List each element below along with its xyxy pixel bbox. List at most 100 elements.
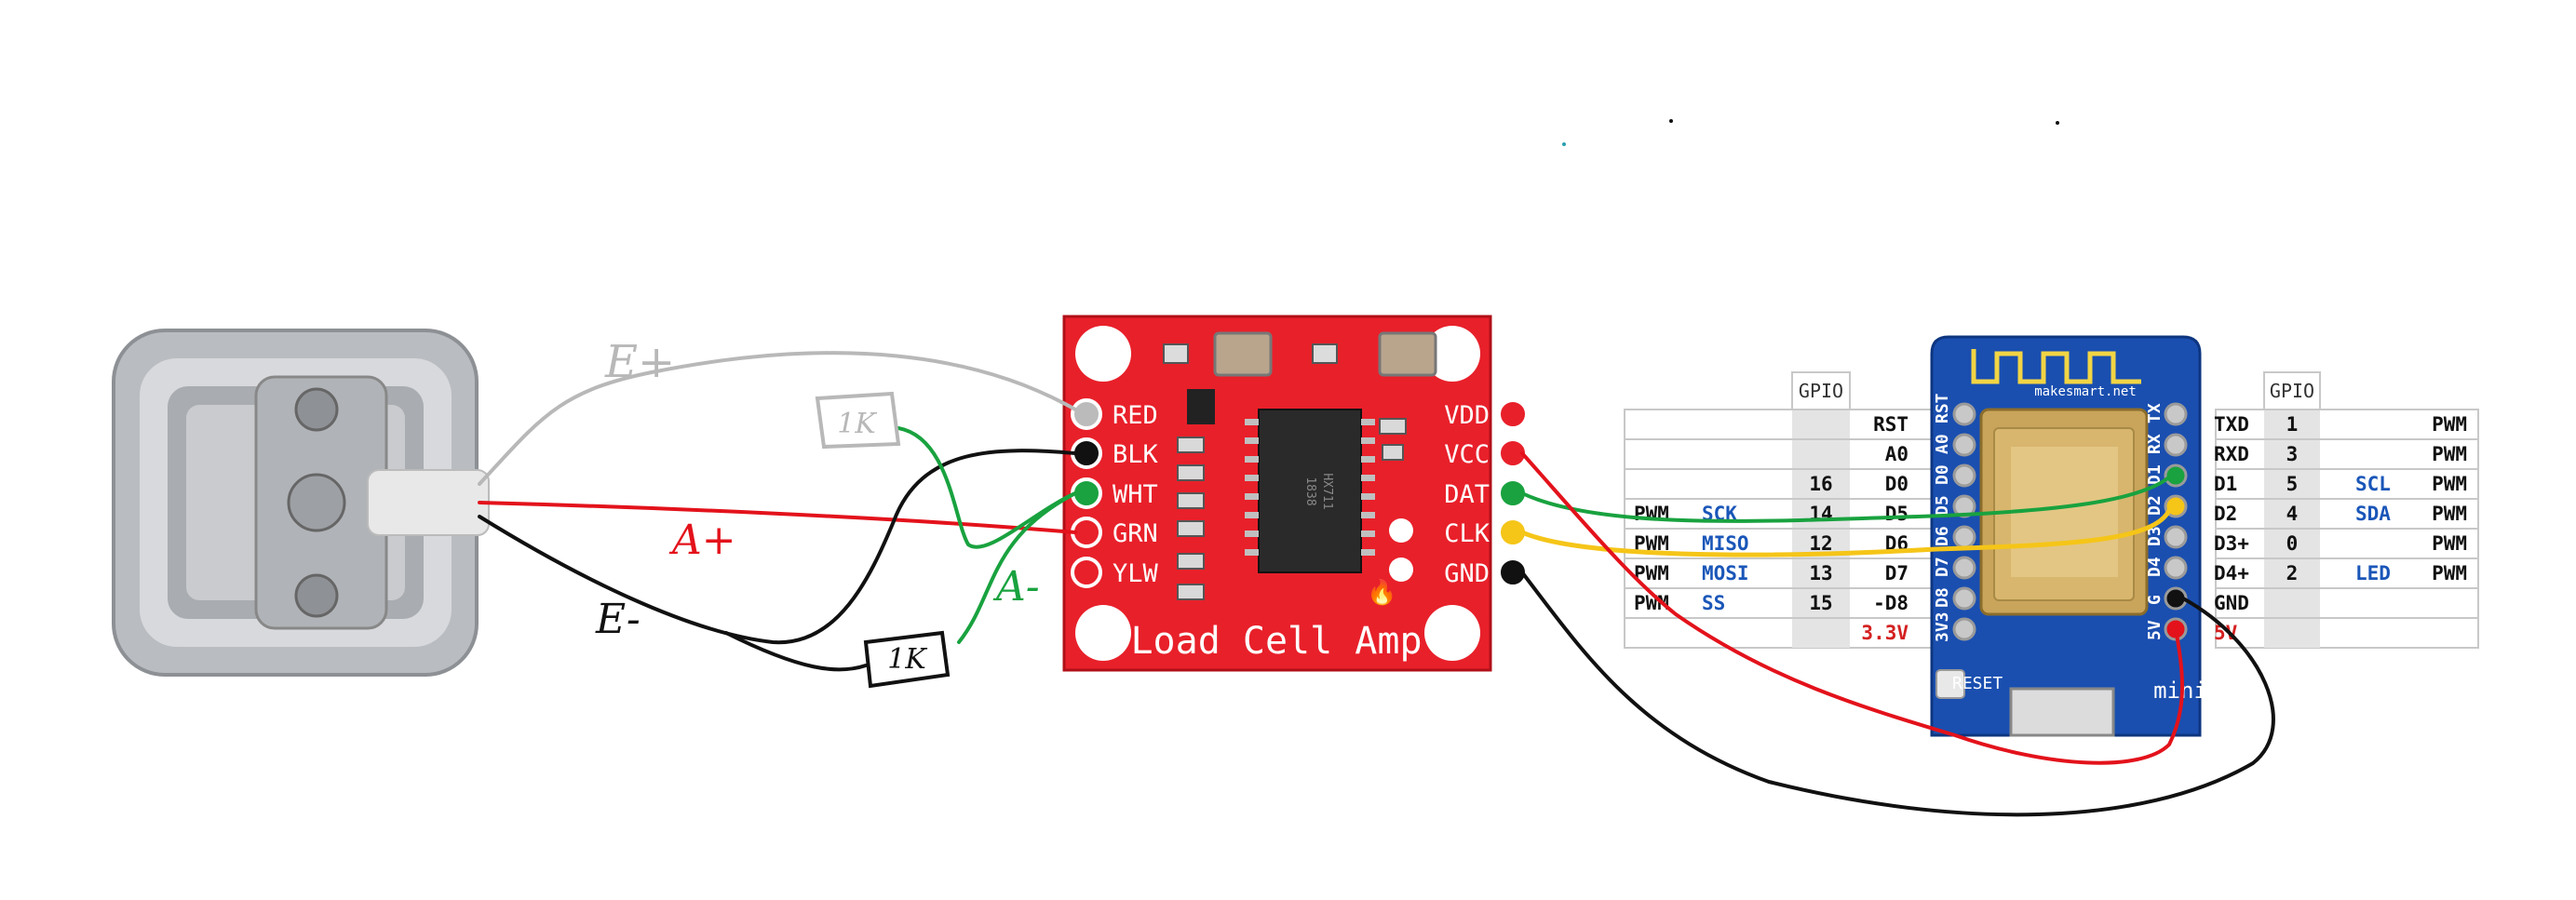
right-func1: PWM — [2432, 413, 2467, 436]
wemos-pin-label: D0 — [1933, 464, 1952, 485]
wire-green-dat — [1520, 474, 2173, 523]
wemos-pin-label: RX — [2145, 434, 2165, 454]
wire-yellow-clk — [1519, 504, 2174, 557]
hx711-pin-vdd: VDD — [1444, 401, 1490, 430]
right-gpio: 2 — [2286, 562, 2299, 584]
right-gpio: 1 — [2286, 413, 2299, 436]
left-func1: PWM — [1634, 503, 1669, 525]
left-pin: A0 — [1885, 443, 1908, 465]
label-a-plus: A+ — [668, 517, 736, 564]
wemos-pin-label: D3 — [2145, 526, 2165, 546]
wemos-pin-label: G — [2145, 595, 2165, 605]
chip-label-1: HX711 — [1320, 473, 1334, 509]
right-pin: D2 — [2214, 503, 2237, 525]
left-gpio: 16 — [1809, 473, 1832, 495]
wemos-pin-label: D8 — [1933, 587, 1952, 608]
wemos-d1-mini-board: makesmart.net RST A0 D0 D5 — [1930, 335, 2207, 737]
speck — [2056, 121, 2059, 125]
right-pin: D1 — [2214, 473, 2237, 495]
right-func2: SDA — [2355, 503, 2391, 525]
right-pin: RXD — [2214, 443, 2249, 465]
left-pin: D5 — [1885, 503, 1908, 525]
right-func1: PWM — [2432, 532, 2467, 555]
label-e-plus: E+ — [604, 336, 675, 388]
label-e-minus: E- — [595, 596, 641, 643]
right-func1: PWM — [2432, 473, 2467, 495]
reset-button — [1935, 669, 1965, 699]
right-func1: PWM — [2432, 443, 2467, 465]
hx711-board: HX711 1838 🔥 Load Cell Amp RED BLK WHT G… — [1062, 315, 1529, 672]
resistor-top: 1K — [815, 391, 901, 450]
wire-red-vcc — [1520, 451, 2184, 765]
left-func2: MOSI — [1702, 562, 1749, 584]
resistor-bottom-label: 1K — [887, 643, 927, 676]
wire-black-e-minus-2 — [724, 631, 868, 672]
wemos-pin-label: RST — [1933, 393, 1952, 423]
right-func1: PWM — [2432, 503, 2467, 525]
left-gpio: 13 — [1809, 562, 1832, 584]
wemos-pin-label: D1 — [2145, 464, 2165, 485]
hx711-pin-blk: BLK — [1113, 440, 1159, 469]
left-pin: 3.3V — [1861, 622, 1908, 644]
right-pin: TXD — [2214, 413, 2249, 436]
left-pin: RST — [1873, 413, 1908, 436]
hx711-pin-wht: WHT — [1113, 480, 1158, 509]
speck — [1562, 142, 1566, 146]
wemos-pin-label: 3V3 — [1933, 611, 1952, 642]
hx711-pin-grn: GRN — [1113, 519, 1158, 548]
wire-green-a-minus-2 — [957, 491, 1077, 644]
antenna-text: makesmart.net — [2034, 384, 2137, 399]
hx711-pin-gnd: GND — [1444, 559, 1490, 588]
right-gpio: 4 — [2286, 503, 2299, 525]
wemos-pin-label: D6 — [1933, 526, 1952, 546]
hx711-pin-red: RED — [1113, 401, 1158, 430]
right-func2: LED — [2355, 562, 2391, 584]
wire-gray-e-plus — [478, 351, 1077, 486]
hx711-pin-dat: DAT — [1444, 480, 1490, 509]
hx711-right-pin-holes — [1497, 398, 1529, 588]
left-pin: D0 — [1885, 473, 1908, 495]
left-func2: SS — [1702, 592, 1725, 614]
usb-port-icon — [2009, 687, 2115, 737]
sparkfun-logo: 🔥 — [1367, 578, 1396, 607]
hx711-title: Load Cell Amp — [1130, 620, 1422, 663]
wemos-pin-label: D7 — [1933, 557, 1952, 577]
resistor-top-label: 1K — [837, 408, 877, 440]
gpio-header-left: GPIO — [1799, 380, 1843, 402]
hx711-left-pin-holes — [1071, 398, 1102, 588]
load-cell-icon — [112, 329, 490, 677]
wemos-left-pin-holes — [1952, 402, 1976, 641]
wemos-pin-label: A0 — [1933, 434, 1952, 454]
speck — [1669, 119, 1673, 123]
right-func1: PWM — [2432, 562, 2467, 584]
wire-red-a-plus — [478, 501, 1077, 534]
right-pin: GND — [2214, 592, 2249, 614]
right-gpio: 3 — [2286, 443, 2299, 465]
left-gpio: 15 — [1809, 592, 1832, 614]
wemos-pin-label: TX — [2145, 403, 2165, 423]
left-pin: -D8 — [1873, 592, 1908, 614]
wires — [478, 351, 2275, 817]
wemos-pin-label: D2 — [2145, 495, 2165, 516]
right-gpio: 0 — [2286, 532, 2299, 555]
right-pin: 5V — [2214, 622, 2238, 644]
wemos-pin-label: D4 — [2145, 557, 2165, 577]
hx711-pin-ylw: YLW — [1113, 559, 1159, 588]
right-gpio: 5 — [2286, 473, 2299, 495]
right-func2: SCL — [2355, 473, 2391, 495]
reset-label: RESET — [1952, 674, 2003, 693]
hx711-pin-clk: CLK — [1444, 519, 1490, 548]
wire-black-gnd — [1520, 571, 2275, 817]
wemos-pin-label: 5V — [2145, 620, 2165, 640]
label-a-minus: A- — [992, 563, 1040, 611]
gpio-header-right: GPIO — [2270, 380, 2314, 402]
wire-black-e-minus — [478, 449, 1077, 645]
wire-green-a-minus — [897, 426, 1077, 549]
wemos-pin-label: D5 — [1933, 495, 1952, 516]
right-pin: D3+ — [2214, 532, 2249, 555]
left-gpio: 12 — [1809, 532, 1832, 555]
hx711-pin-vcc: VCC — [1444, 440, 1490, 469]
chip-label-2: 1838 — [1303, 477, 1317, 505]
right-pin: D4+ — [2214, 562, 2249, 584]
